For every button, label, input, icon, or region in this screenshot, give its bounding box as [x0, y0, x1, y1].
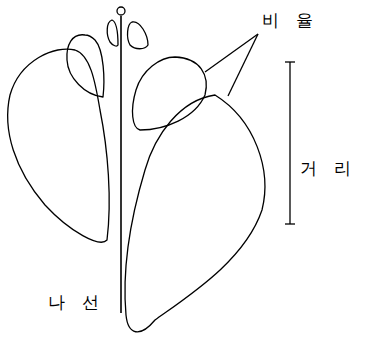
spiral-label: 나 선 [48, 292, 105, 312]
leaf-outline [133, 57, 207, 130]
distance-bracket [289, 62, 290, 224]
leaf-outline [128, 22, 148, 49]
distance-label: 거 리 [300, 158, 357, 178]
leader-line [205, 34, 258, 72]
ratio-label: 비 율 [262, 10, 319, 30]
leader-line [228, 34, 258, 96]
bracket-tick [285, 61, 295, 62]
leaf-outline [107, 20, 118, 46]
apex-circle [117, 7, 125, 15]
leaf-outline [8, 49, 110, 242]
leaf-outline [67, 35, 104, 97]
leaf-outline [125, 95, 265, 332]
bracket-tick [285, 223, 295, 224]
stem-line [120, 16, 122, 313]
